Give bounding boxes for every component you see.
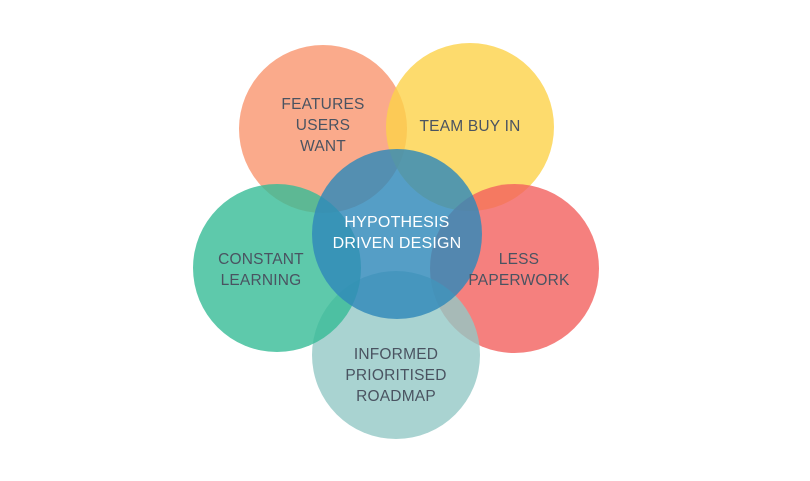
circle-hypothesis-driven-design <box>312 149 482 319</box>
label-informed-prioritised-roadmap: INFORMED PRIORITISED ROADMAP <box>332 344 460 407</box>
label-line: LEARNING <box>220 272 302 289</box>
label-line: WANT <box>300 138 346 155</box>
label-line: TEAM BUY IN <box>419 118 521 135</box>
label-line: USERS <box>295 117 351 134</box>
label-line: INFORMED <box>353 346 439 363</box>
label-line: CONSTANT <box>218 251 304 268</box>
label-less-paperwork: LESS PAPERWORK <box>455 249 583 291</box>
label-constant-learning: CONSTANT LEARNING <box>197 249 325 291</box>
label-hypothesis-driven-design: HYPOTHESIS DRIVEN DESIGN <box>317 212 477 254</box>
label-features-users-want: FEATURES USERS WANT <box>259 94 387 157</box>
label-team-buy-in: TEAM BUY IN <box>406 116 534 137</box>
label-line: ROADMAP <box>356 388 436 405</box>
label-line: FEATURES <box>281 96 365 113</box>
label-line: HYPOTHESIS <box>344 214 450 231</box>
label-line: DRIVEN DESIGN <box>332 235 462 252</box>
label-line: LESS <box>498 251 540 268</box>
label-line: PRIORITISED <box>345 367 447 384</box>
label-line: PAPERWORK <box>468 272 570 289</box>
